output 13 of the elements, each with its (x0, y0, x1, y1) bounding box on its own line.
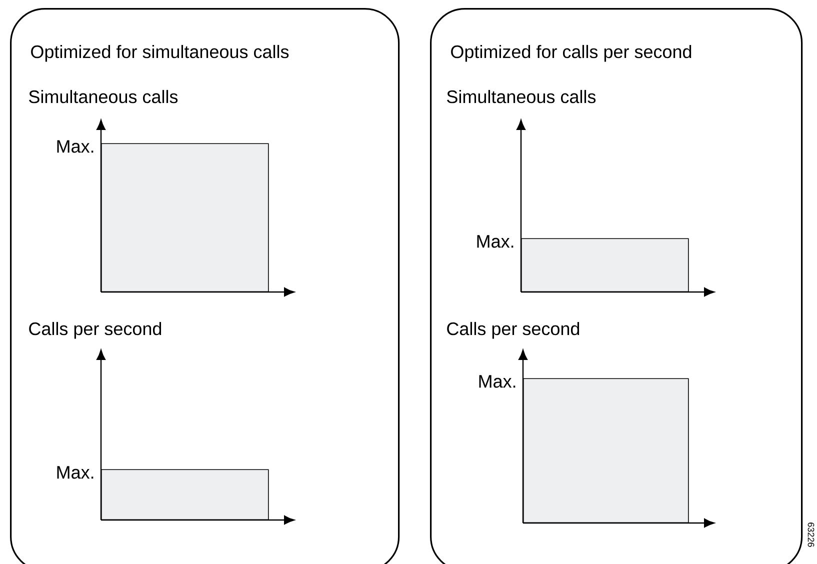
axis-label: Max. (57, 140, 94, 153)
bar (101, 143, 269, 292)
chart-title: Calls per second (29, 322, 162, 339)
axis-label: Max. (57, 466, 94, 479)
chart-title: Simultaneous calls (29, 90, 178, 104)
axis-label: Max. (479, 375, 516, 388)
bar (101, 469, 269, 520)
bar (521, 238, 689, 292)
axis-label: Max. (477, 235, 514, 248)
bar (523, 378, 689, 523)
chart-title: Simultaneous calls (447, 90, 596, 104)
chart-title: Calls per second (447, 322, 580, 339)
figure-number: 63226 (808, 522, 814, 547)
